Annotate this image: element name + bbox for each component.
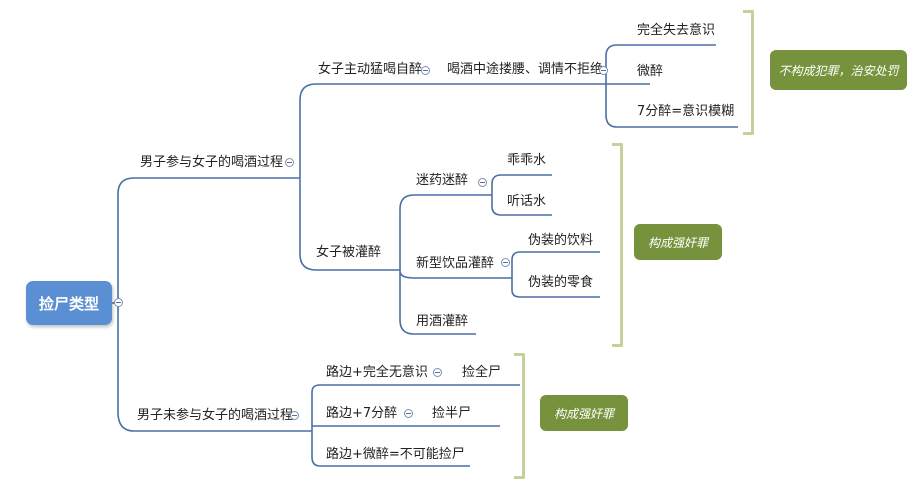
leaf-tipsy[interactable]: 微醉 — [637, 64, 664, 79]
collapse-icon[interactable] — [285, 158, 294, 167]
verdict-no-crime[interactable]: 不构成犯罪，治安处罚 — [770, 50, 907, 90]
node-alcohol[interactable]: 用酒灌醉 — [416, 314, 469, 329]
verdict-rape-1[interactable]: 构成强奸罪 — [634, 224, 722, 260]
leaf-pick-half[interactable]: 捡半尸 — [432, 406, 472, 421]
collapse-icon[interactable] — [501, 258, 510, 267]
root-node[interactable]: 捡尸类型 — [26, 281, 112, 325]
branch-not-participated[interactable]: 男子未参与女子的喝酒过程 — [137, 408, 294, 423]
branch-participated[interactable]: 男子参与女子的喝酒过程 — [140, 155, 284, 170]
leaf-fake-snack[interactable]: 伪装的零食 — [528, 275, 594, 290]
verdict-rape-2[interactable]: 构成强奸罪 — [540, 395, 628, 431]
node-roadside-tipsy[interactable]: 路边+微醉=不可能捡尸 — [326, 447, 465, 462]
leaf-guaiguai[interactable]: 乖乖水 — [507, 153, 547, 168]
collapse-icon[interactable] — [404, 409, 413, 418]
node-new-drinks[interactable]: 新型饮品灌醉 — [416, 256, 495, 271]
collapse-icon[interactable] — [421, 66, 430, 75]
node-forced-drunk[interactable]: 女子被灌醉 — [316, 245, 382, 260]
collapse-icon[interactable] — [478, 178, 487, 187]
node-drugged[interactable]: 迷药迷醉 — [416, 173, 469, 188]
node-hugging[interactable]: 喝酒中途搂腰、调情不拒绝 — [447, 62, 604, 77]
collapse-icon[interactable] — [290, 411, 299, 420]
collapse-icon[interactable] — [114, 298, 123, 307]
leaf-seventy-percent[interactable]: 7分醉=意识模糊 — [637, 104, 735, 119]
node-roadside-full[interactable]: 路边+完全无意识 — [326, 365, 428, 380]
leaf-fake-drink[interactable]: 伪装的饮料 — [528, 233, 594, 248]
node-roadside-70[interactable]: 路边+7分醉 — [326, 406, 398, 421]
summary-bracket — [612, 143, 623, 347]
collapse-icon[interactable] — [599, 66, 608, 75]
node-self-drunk[interactable]: 女子主动猛喝自醉 — [318, 62, 423, 77]
summary-bracket — [743, 10, 754, 135]
leaf-pick-full[interactable]: 捡全尸 — [462, 365, 502, 380]
summary-bracket — [514, 353, 525, 479]
collapse-icon[interactable] — [433, 368, 442, 377]
leaf-full-unconscious[interactable]: 完全失去意识 — [637, 23, 716, 38]
leaf-tinghua[interactable]: 听话水 — [507, 194, 547, 209]
